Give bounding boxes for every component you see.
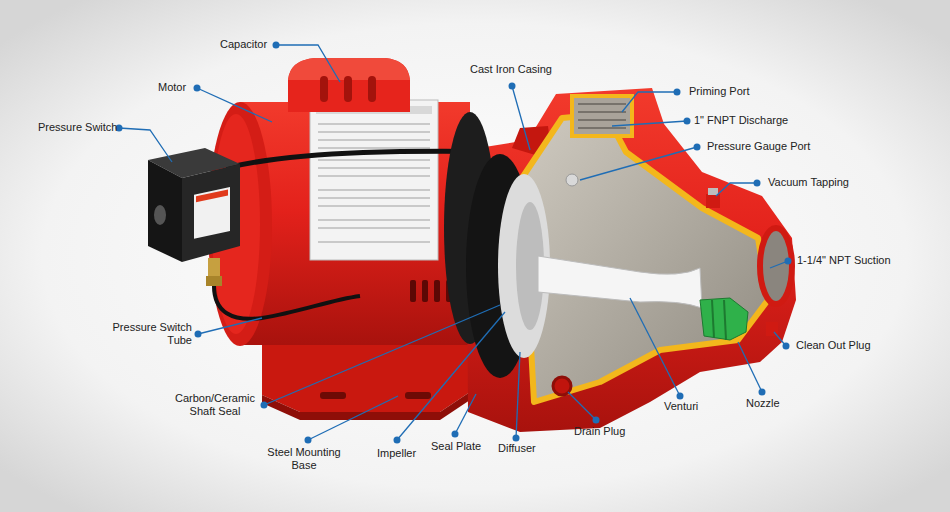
- part-label: Vacuum Tapping: [768, 176, 849, 189]
- part-label: 1" FNPT Discharge: [694, 114, 788, 127]
- part-label: Impeller: [377, 447, 416, 460]
- part-label: 1-1/4" NPT Suction: [797, 254, 891, 267]
- part-label: Nozzle: [746, 397, 780, 410]
- part-label: Diffuser: [498, 442, 536, 455]
- leader-dots: [116, 42, 792, 444]
- part-label: Capacitor: [220, 38, 267, 51]
- part-label: Pressure Switch: [38, 121, 117, 134]
- part-label: Pressure Gauge Port: [707, 140, 810, 153]
- part-label: Cast Iron Casing: [470, 63, 552, 76]
- pump-casing: [444, 88, 796, 432]
- motor: [208, 100, 470, 346]
- leader-lines: [119, 45, 788, 440]
- part-label: Priming Port: [689, 85, 750, 98]
- part-label: Steel Mounting Base: [262, 446, 346, 472]
- part-label: Pressure Switch Tube: [108, 321, 192, 347]
- part-label: Clean Out Plug: [796, 339, 871, 352]
- part-label: Carbon/Ceramic Shaft Seal: [170, 392, 260, 418]
- part-label: Venturi: [664, 400, 698, 413]
- part-label: Seal Plate: [431, 440, 481, 453]
- capacitor: [288, 58, 410, 112]
- part-label: Motor: [158, 81, 186, 94]
- part-label: Drain Plug: [574, 425, 625, 438]
